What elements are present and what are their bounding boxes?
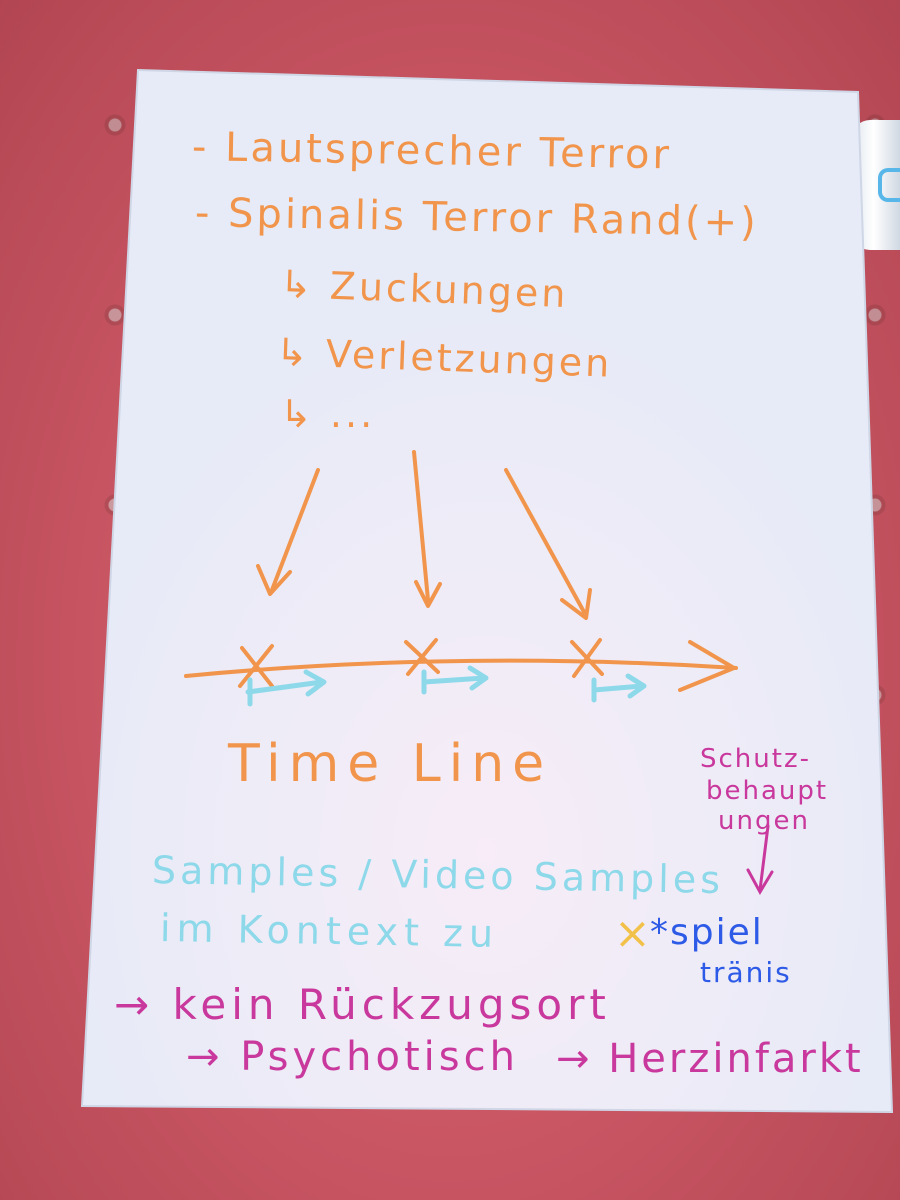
timeline-mark-2: [404, 638, 440, 676]
bottom-line-2: → Psychotisch: [186, 1034, 519, 1080]
timeline-mark-1: [238, 644, 274, 688]
bottom-line-3: → Herzinfarkt: [556, 1036, 864, 1082]
note-sub-3: ↳ ...: [280, 392, 376, 436]
duration-arrow-3: [591, 673, 647, 703]
arrow-right-head: [560, 588, 592, 620]
side-note-line-2: behaupt: [706, 776, 829, 806]
bottom-line-1: → kein Rückzugsort: [114, 980, 611, 1029]
side-note-line-1: Schutz-: [700, 744, 811, 774]
arrow-middle: [412, 450, 430, 602]
side-note-pointer: [746, 824, 774, 896]
timeline-axis: [184, 658, 738, 678]
star-note-line-1: *spiel: [650, 912, 764, 953]
arrow-middle-head: [414, 580, 442, 608]
duration-arrow-1: [245, 669, 327, 707]
bottle-band: [878, 168, 900, 202]
timeline-mark-3: [570, 638, 604, 678]
timeline-arrowhead: [678, 640, 736, 692]
side-note-line-3: ungen: [718, 806, 810, 836]
star-note-line-2: tränis: [700, 956, 792, 989]
duration-arrow-2: [421, 665, 489, 695]
arrow-left-head: [256, 564, 292, 596]
yellow-x-mark: ×: [614, 908, 654, 959]
samples-line-2: im Kontext zu: [159, 906, 500, 956]
timeline-label: Time Line: [228, 734, 553, 794]
arrow-left: [270, 468, 320, 592]
arrow-right: [504, 468, 586, 614]
